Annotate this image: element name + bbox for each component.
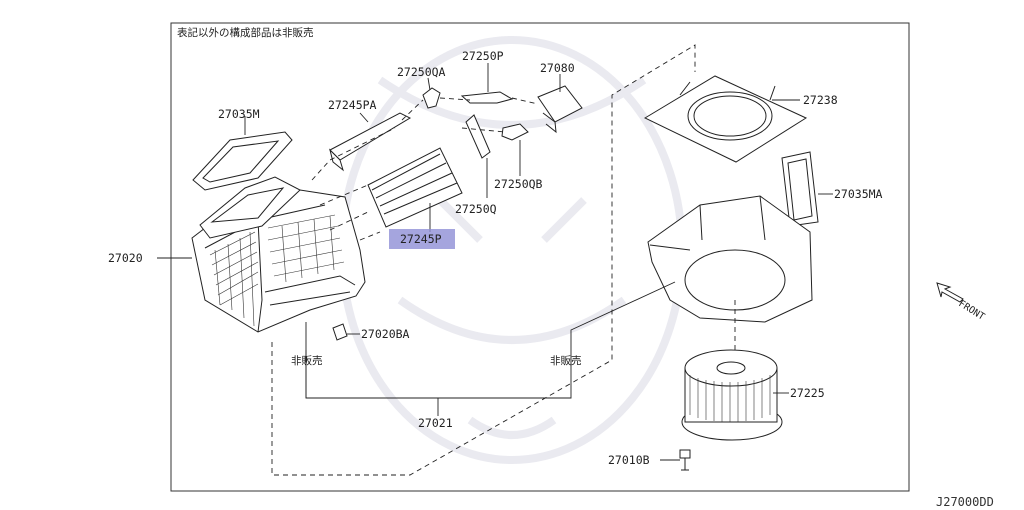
label-27080[interactable]: 27080 <box>540 61 575 75</box>
link-27250Q-part[interactable] <box>465 114 491 159</box>
leader-lines <box>157 63 833 461</box>
label-27250QA[interactable]: 27250QA <box>397 65 446 79</box>
label-27035MA[interactable]: 27035MA <box>834 187 883 201</box>
label-27035M[interactable]: 27035M <box>218 107 260 121</box>
not-sold-right-label: 非販売 <box>550 354 582 367</box>
label-27250QB[interactable]: 27250QB <box>494 177 543 191</box>
highlight-27245P <box>389 229 455 249</box>
assembly-dashed-lines <box>271 44 736 476</box>
housing-intake-frame <box>199 176 301 239</box>
blower-housing-part[interactable] <box>647 195 813 323</box>
not-sold-left-label: 非販売 <box>291 354 323 367</box>
note-text: 表記以外の構成部品は非販売 <box>177 26 314 39</box>
label-27020[interactable]: 27020 <box>108 251 143 265</box>
screw-27010B-part[interactable] <box>679 449 691 471</box>
clip-27250QA-part[interactable] <box>422 87 441 109</box>
housing-intake-inner <box>210 187 285 223</box>
seal-27035M-part[interactable] <box>192 131 293 191</box>
label-27010B[interactable]: 27010B <box>608 453 650 467</box>
diagram-code: J27000DD <box>936 495 994 509</box>
label-27225[interactable]: 27225 <box>790 386 825 400</box>
lever-27250P-part[interactable] <box>460 91 514 104</box>
plate-27238-part[interactable] <box>643 75 808 163</box>
seal-27035MA-part[interactable] <box>781 151 819 227</box>
fan-motor-27225-part[interactable] <box>681 349 783 441</box>
filter-27245P-part[interactable] <box>367 147 463 228</box>
label-27250Q[interactable]: 27250Q <box>455 202 497 216</box>
filter-27245PA-part[interactable] <box>329 112 412 172</box>
label-27250P[interactable]: 27250P <box>462 49 504 63</box>
label-27238[interactable]: 27238 <box>803 93 838 107</box>
label-27021[interactable]: 27021 <box>418 416 453 430</box>
label-27245P[interactable]: 27245P <box>400 232 442 246</box>
label-27245PA[interactable]: 27245PA <box>328 98 377 112</box>
bracket-27250QB-part[interactable] <box>501 123 529 141</box>
clip-27020BA-part[interactable] <box>332 323 348 341</box>
watermark-emblem <box>338 36 686 464</box>
front-arrow-icon <box>936 282 964 303</box>
label-27020BA[interactable]: 27020BA <box>361 327 410 341</box>
front-label: FRONT <box>956 298 986 323</box>
actuator-27080-part[interactable] <box>537 85 583 134</box>
diagram-frame <box>170 22 910 492</box>
